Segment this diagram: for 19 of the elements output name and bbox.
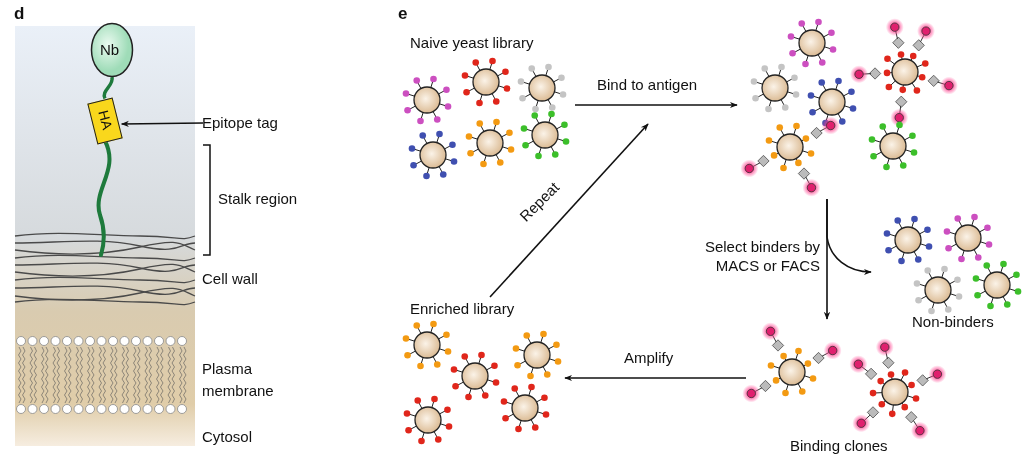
group-heading: Non-binders: [912, 313, 994, 330]
group-heading: Binding clones: [790, 437, 888, 454]
leader-text: Epitope tag: [202, 114, 278, 131]
panel-letter: d: [14, 4, 25, 24]
node-text: Nb: [100, 41, 120, 58]
arrow: [489, 123, 649, 298]
edge-label: Amplify: [622, 349, 676, 366]
group-heading: Naive yeast library: [410, 34, 534, 51]
part-label: Plasma membrane: [202, 359, 275, 401]
arrow: [564, 374, 747, 382]
part-label: Stalk region: [218, 190, 298, 207]
arrow: [826, 198, 872, 275]
part-label: Cell wall: [202, 270, 258, 287]
edge-label: Bind to antigen: [595, 76, 700, 93]
part-label: Cytosol: [202, 428, 253, 445]
connector-line: [102, 76, 114, 99]
group-heading: Enriched library: [410, 300, 515, 317]
panel-letter: e: [398, 4, 408, 24]
arrow: [574, 101, 738, 109]
